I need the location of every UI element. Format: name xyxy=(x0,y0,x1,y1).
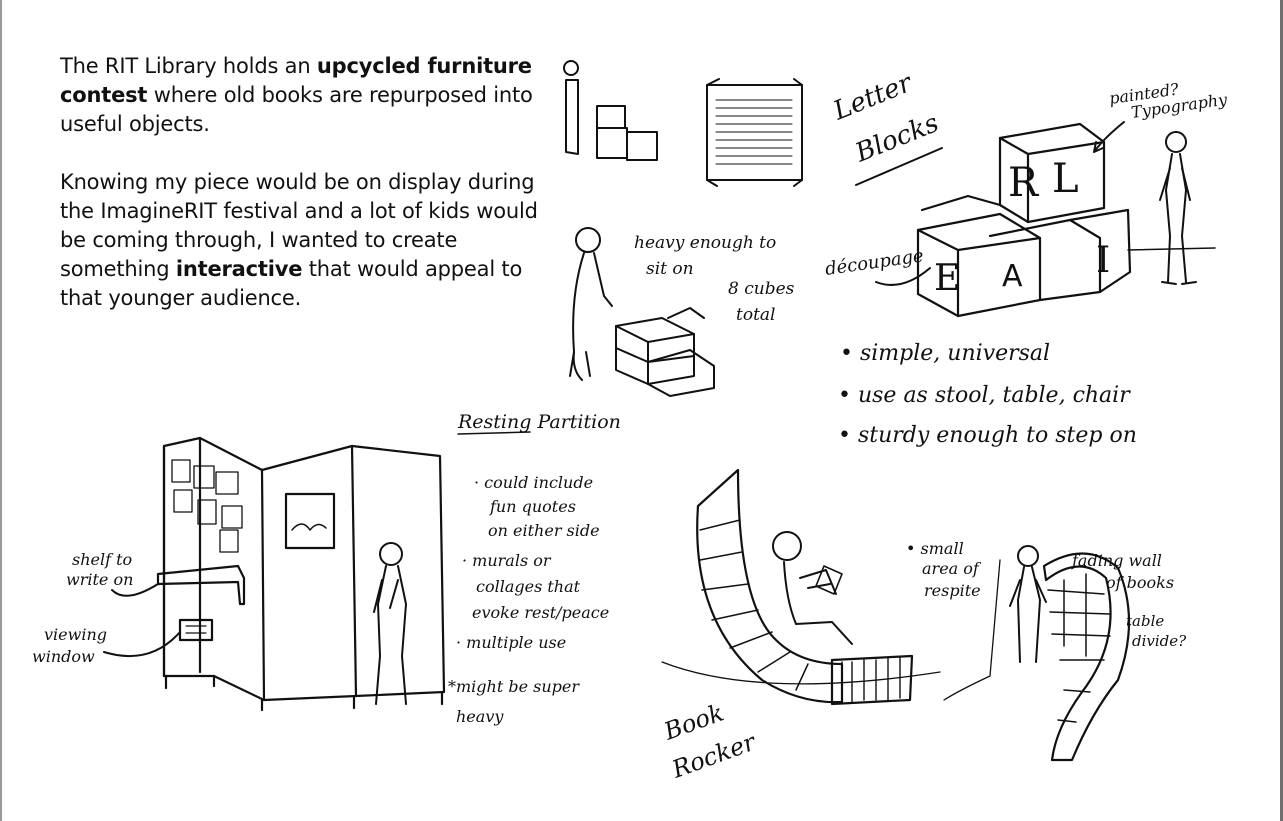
partition-bullet-3: on either side xyxy=(488,521,600,540)
respite-note-2: area of xyxy=(922,559,982,578)
letter-blocks-sketch xyxy=(916,122,1216,318)
respite-note-3: respite xyxy=(924,581,981,600)
partition-title-text: Resting Partition xyxy=(457,411,621,433)
painted-note: painted? Typography xyxy=(1093,79,1229,153)
sketch-figure-sitting-cubes xyxy=(569,227,715,397)
block-letter-l: L xyxy=(1052,156,1079,202)
decoupage-label: découpage xyxy=(824,245,925,280)
partition-bullet-7: · multiple use xyxy=(456,633,566,652)
intro-p1-text-a: The RIT Library holds an xyxy=(60,54,317,78)
cubes-note-1: 8 cubes xyxy=(728,279,795,299)
block-letter-e: E xyxy=(934,258,960,299)
heavy-note-1: heavy enough to xyxy=(634,233,776,253)
letter-blocks-title: Letter Blocks xyxy=(828,68,943,186)
sketch-figure-by-wall xyxy=(1009,545,1047,663)
cubes-note: 8 cubes total xyxy=(728,279,795,325)
cubes-note-2: total xyxy=(736,305,775,325)
blocks-bullet-2: • use as stool, table, chair xyxy=(838,383,1131,408)
block-letter-a: A xyxy=(1002,259,1023,294)
partition-title: Resting Partition xyxy=(457,411,621,435)
window-note-1: viewing xyxy=(44,625,107,644)
respite-note: • small area of respite xyxy=(906,539,982,600)
heavy-note: heavy enough to sit on xyxy=(634,233,776,279)
window-note: viewing window xyxy=(32,625,181,666)
partition-bullet-list: · could include fun quotes on either sid… xyxy=(448,473,609,726)
blocks-bullet-3: • sturdy enough to step on xyxy=(838,423,1137,448)
fading-note-2: of books xyxy=(1106,573,1174,592)
shelf-note-2: write on xyxy=(66,570,133,589)
partition-bullet-9: heavy xyxy=(456,707,504,726)
blocks-bullet-list: • simple, universal • use as stool, tabl… xyxy=(838,341,1137,448)
intro-p2-text-c: that would appeal to that younger audien… xyxy=(60,257,523,310)
shelf-note: shelf to write on xyxy=(66,550,159,597)
fading-note-1: fading wall xyxy=(1071,551,1162,570)
intro-p1-bold: upcycled furniture contest xyxy=(60,54,532,107)
intro-p2-bold: interactive xyxy=(175,257,303,281)
partition-bullet-8: *might be super xyxy=(448,677,580,696)
decoupage-note: découpage xyxy=(824,245,931,286)
book-rocker-sketch xyxy=(661,468,941,706)
page-border-right xyxy=(1280,0,1283,821)
intro-p1-text-c: where old books are repurposed into usef… xyxy=(60,83,533,136)
fading-wall-sketch xyxy=(943,552,1131,762)
intro-paragraph-2: Knowing my piece would be on display dur… xyxy=(60,168,540,313)
page-border-left xyxy=(0,0,2,821)
partition-bullet-5: collages that xyxy=(476,577,581,596)
heavy-note-2: sit on xyxy=(646,259,694,279)
intro-paragraph-1: The RIT Library holds an upcycled furnit… xyxy=(60,52,540,139)
respite-note-1: • small xyxy=(906,539,964,558)
block-letter-r: R xyxy=(1008,160,1040,206)
book-rocker-title: Book Rocker xyxy=(660,698,761,784)
sketch-figure-by-blocks xyxy=(1159,131,1197,285)
partition-bullet-1: · could include xyxy=(474,473,593,492)
shelf-note-1: shelf to xyxy=(72,550,132,569)
window-note-2: window xyxy=(32,647,95,666)
sketch-figure-standing-small xyxy=(563,60,658,161)
blocks-bullet-1: • simple, universal xyxy=(840,341,1050,366)
block-letters: R L E A I xyxy=(934,156,1110,299)
letter-blocks-title-1: Letter xyxy=(828,68,917,127)
intro-text: The RIT Library holds an upcycled furnit… xyxy=(60,52,540,313)
sketch-figure-by-partition xyxy=(373,542,407,705)
sketch-book-stack-top xyxy=(706,78,803,187)
partition-bullet-4: · murals or xyxy=(462,551,552,570)
partition-sketch xyxy=(156,436,446,712)
fading-note-3: table xyxy=(1126,612,1164,630)
block-letter-i: I xyxy=(1096,240,1110,281)
partition-bullet-6: evoke rest/peace xyxy=(472,603,609,622)
intro-p2-text-a: Knowing my piece would be on display dur… xyxy=(60,170,538,281)
letter-blocks-title-2: Blocks xyxy=(850,108,943,169)
partition-bullet-2: fun quotes xyxy=(489,497,576,516)
fading-note-4: divide? xyxy=(1132,632,1187,650)
sketch-figure-reading xyxy=(772,531,853,645)
fading-note: fading wall of books table divide? xyxy=(1071,551,1187,650)
